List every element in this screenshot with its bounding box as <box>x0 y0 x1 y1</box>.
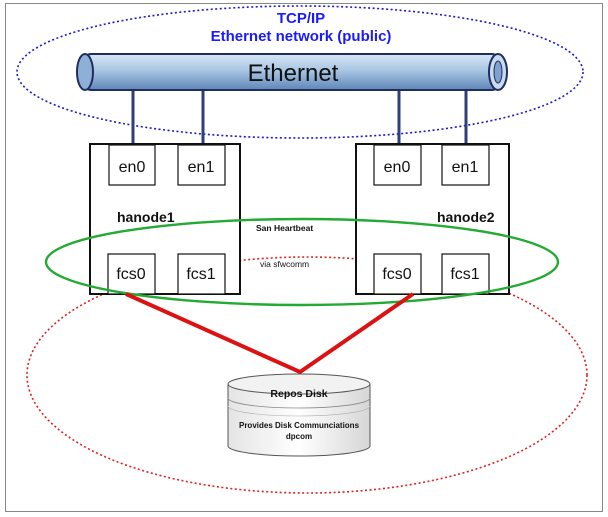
fc-adapter-box <box>107 253 156 295</box>
disk-desc-line1: Provides Disk Communciations <box>239 421 360 430</box>
adapter-box <box>177 144 226 186</box>
adapter-en1-label: en1 <box>452 159 479 176</box>
fc-adapter-fcs0-label: fcs0 <box>382 266 411 283</box>
repos-disk: Repos Disk Provides Disk Communciations … <box>227 373 371 457</box>
fc-adapter-box <box>177 253 226 295</box>
disk-comm-ellipse <box>26 256 588 494</box>
fc-adapter-fcs1-label: fcs1 <box>186 266 215 283</box>
node-hanode1: en0 en1 hanode1 fcs0 fcs1 <box>89 143 241 295</box>
san-heartbeat-ellipse <box>44 217 560 307</box>
san-heartbeat-label: San Heartbeat <box>256 223 313 233</box>
adapter-en0-label: en0 <box>384 159 411 176</box>
public-network-ellipse <box>16 5 584 139</box>
adapter-box <box>373 144 422 186</box>
network-subtitle: Ethernet network (public) <box>211 28 392 45</box>
disk-title: Repos Disk <box>270 388 327 400</box>
fc-adapter-box <box>441 253 490 295</box>
adapter-box <box>441 144 490 186</box>
ethernet-bus-label: Ethernet <box>248 60 339 87</box>
adapter-en0-label: en0 <box>119 159 146 176</box>
fc-adapter-fcs1-label: fcs1 <box>450 266 479 283</box>
adapter-en1-label: en1 <box>188 159 215 176</box>
node-name-label: hanode2 <box>437 209 495 225</box>
ethernet-cables <box>131 88 468 146</box>
fc-adapter-box <box>373 253 422 295</box>
adapter-box <box>108 144 156 186</box>
node-hanode2: en0 en1 hanode2 fcs0 fcs1 <box>355 143 510 295</box>
node-name-label: hanode1 <box>117 209 175 225</box>
network-title: TCP/IP <box>277 10 325 27</box>
fc-disk-links <box>125 292 415 375</box>
disk-desc-line2: dpcom <box>286 432 312 441</box>
diagram-frame <box>5 3 603 512</box>
ethernet-bus: Ethernet <box>76 53 508 91</box>
san-via-label: via sfwcomm <box>260 259 309 269</box>
fc-adapter-fcs0-label: fcs0 <box>116 266 145 283</box>
